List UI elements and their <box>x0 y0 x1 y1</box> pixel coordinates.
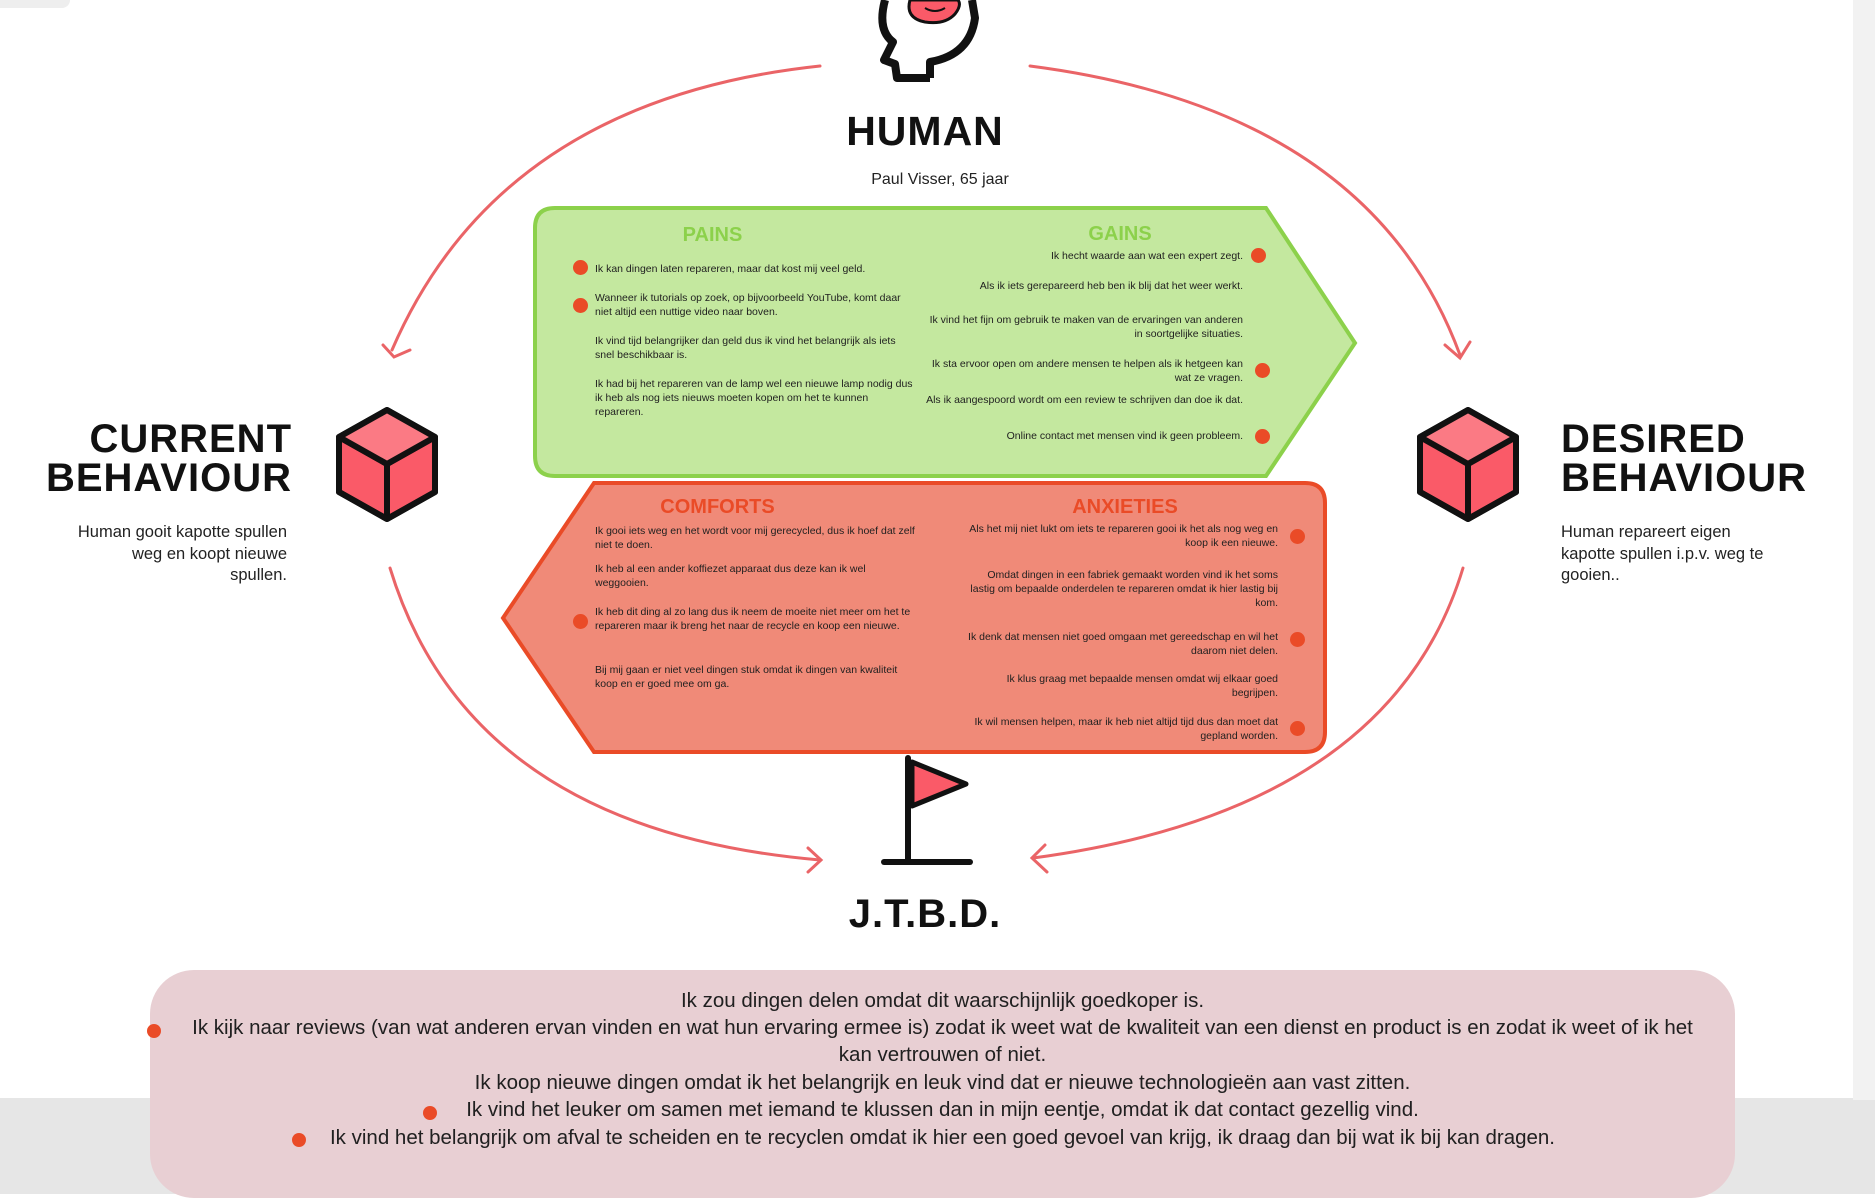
bullet-dot <box>1255 363 1270 378</box>
gains-item: Ik hecht waarde aan wat een expert zegt. <box>1050 250 1243 262</box>
arrow-head-jtbd-right <box>1029 843 1049 874</box>
jtbd-line: kan vertrouwen of niet. <box>838 1043 1047 1066</box>
description-line: Human repareert eigen <box>1561 523 1731 541</box>
desired-behaviour-title-line: BEHAVIOUR <box>1561 456 1808 500</box>
bullet-dot <box>573 614 588 629</box>
anxieties-item: Ik denk dat mensen niet goed omgaan met … <box>968 631 1278 657</box>
description-line: spullen. <box>230 566 287 584</box>
corner-shadow <box>0 0 70 8</box>
description-line: weg en koopt nieuwe <box>131 544 287 563</box>
anxieties-item: Omdat dingen in een fabriek gemaakt word… <box>970 569 1278 609</box>
description-line: gooien.. <box>1561 566 1620 584</box>
pains-item: Ik vind tijd belangrijker dan geld dus i… <box>595 335 896 361</box>
arrow-desired-to-jtbd <box>1031 566 1465 860</box>
jtbd-box <box>150 970 1735 1198</box>
comforts-item: Ik heb dit ding al zo lang dus ik neem d… <box>595 606 911 632</box>
arrow-head-jtbd-left <box>806 846 824 874</box>
human-title: HUMAN <box>846 108 1004 154</box>
brain-head-icon <box>878 0 979 82</box>
cycle-arrows <box>381 64 1472 874</box>
jtbd-line: Ik vind het leuker om samen met iemand t… <box>466 1098 1419 1121</box>
bullet-dot <box>1251 248 1266 263</box>
comforts-heading: COMFORTS <box>660 496 775 518</box>
gains-item: Ik sta ervoor open om andere mensen te h… <box>931 358 1243 384</box>
current-behaviour-title: CURRENT BEHAVIOUR <box>30 417 292 500</box>
jtbd-line: Ik vind het belangrijk om afval te schei… <box>329 1126 1555 1149</box>
gains-item: Als ik aangespoord wordt om een review t… <box>926 394 1243 406</box>
desired-behaviour-title: DESIRED BEHAVIOUR <box>1561 417 1861 500</box>
description-line: Human gooit kapotte spullen <box>77 523 287 541</box>
arrow-current-to-jtbd <box>388 566 822 862</box>
bullet-dot <box>423 1106 437 1120</box>
comforts-anxieties-shape <box>500 481 1327 754</box>
bullet-dot <box>292 1133 306 1147</box>
desired-behaviour-description: Human repareert eigen kapotte spullen i.… <box>1561 522 1791 587</box>
pains-gains-shape <box>533 206 1358 478</box>
bullet-dot <box>573 298 588 313</box>
cube-icon <box>1417 407 1519 522</box>
comforts-item: Ik heb al een ander koffiezet apparaat d… <box>595 563 866 589</box>
jtbd-line: Ik zou dingen delen omdat dit waarschijn… <box>680 989 1205 1012</box>
current-behaviour-description: Human gooit kapotte spullen weg en koopt… <box>60 522 287 587</box>
arrow-head-desired <box>1443 340 1472 361</box>
page-edge <box>1853 0 1875 1100</box>
comforts-item: Bij mij gaan er niet veel dingen stuk om… <box>595 664 898 690</box>
gains-heading: GAINS <box>1088 223 1152 245</box>
anxieties-heading: ANXIETIES <box>1072 496 1178 518</box>
bullet-dot <box>1255 429 1270 444</box>
arrow-head-current <box>381 343 412 359</box>
human-subtitle: Paul Visser, 65 jaar <box>871 171 1009 188</box>
anxieties-item: Ik wil mensen helpen, maar ik heb niet a… <box>974 716 1278 742</box>
desired-behaviour-title-line: DESIRED <box>1561 417 1746 461</box>
jtbd-line: Ik koop nieuwe dingen omdat ik het belan… <box>474 1071 1411 1094</box>
bullet-dot <box>1290 529 1305 544</box>
gains-item: Als ik iets gerepareerd heb ben ik blij … <box>979 280 1243 292</box>
arrow-human-to-desired <box>1028 64 1462 357</box>
arrow-human-to-current <box>390 64 822 352</box>
pains-item: Wanneer ik tutorials op zoek, op bijvoor… <box>595 292 901 318</box>
current-behaviour-title-line: CURRENT <box>89 417 292 461</box>
anxieties-item: Als het mij niet lukt om iets te reparer… <box>969 523 1278 549</box>
anxieties-item: Ik klus graag met bepaalde mensen omdat … <box>1006 673 1278 699</box>
bullet-dot <box>1290 632 1305 647</box>
pains-heading: PAINS <box>682 224 743 246</box>
current-behaviour-title-line: BEHAVIOUR <box>45 456 292 500</box>
gains-item: Ik vind het fijn om gebruik te maken van… <box>929 314 1243 340</box>
cube-icon <box>336 407 438 522</box>
comforts-item: Ik gooi iets weg en het wordt voor mij g… <box>595 525 915 551</box>
pains-item: Ik kan dingen laten repareren, maar dat … <box>595 263 866 275</box>
flag-icon <box>881 755 973 865</box>
jtbd-title: J.T.B.D. <box>848 892 1002 936</box>
bullet-dot <box>147 1024 161 1038</box>
pains-item: Ik had bij het repareren van de lamp wel… <box>595 378 913 418</box>
gains-item: Online contact met mensen vind ik geen p… <box>1006 430 1243 442</box>
description-line: kapotte spullen i.p.v. weg te <box>1561 544 1764 563</box>
jtbd-line: Ik kijk naar reviews (van wat anderen er… <box>192 1016 1693 1039</box>
bullet-dot <box>573 260 588 275</box>
bullet-dot <box>1290 721 1305 736</box>
